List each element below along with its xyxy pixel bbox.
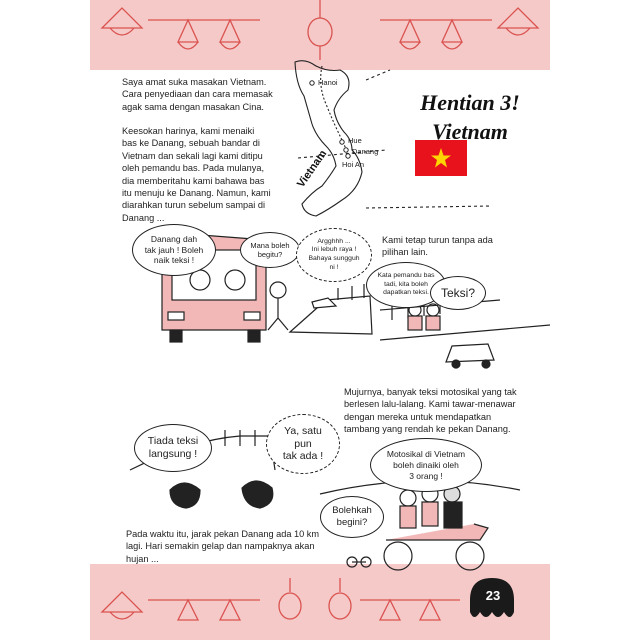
paragraph-intro: Saya amat suka masakan Vietnam. Cara pen… xyxy=(122,76,302,113)
speech-bubble-three-riders: Motosikal di Vietnam boleh dinaiki oleh … xyxy=(370,438,482,492)
bubble-line: tak ada ! xyxy=(282,450,324,463)
map-label-hue: Hue xyxy=(348,136,362,145)
bubble-line: tadi, kita boleh xyxy=(384,280,428,288)
text-line: itu menuju ke Danang. Namun, kami xyxy=(122,188,271,199)
paragraph-distance: Pada waktu itu, jarak pekan Danang ada 1… xyxy=(126,528,346,565)
bubble-line: dapatkan teksi. xyxy=(383,289,429,297)
speech-bubble-taxi-question: Teksi? xyxy=(430,276,486,310)
bubble-line: Bolehkah xyxy=(332,505,372,516)
bubble-line: Mana boleh xyxy=(250,240,290,250)
paragraph-alight: Kami tetap turun tanpa ada pilihan lain. xyxy=(382,234,532,259)
bubble-line: Ya, satu xyxy=(284,425,322,438)
bubble-line: boleh dinaiki oleh xyxy=(393,459,459,470)
comic-page: Hentian 3! Vietnam Hanoi Hue Danang Hoi … xyxy=(90,0,550,640)
bubble-line: Tiada teksi xyxy=(147,435,199,447)
chapter-title-line1: Hentian 3! xyxy=(420,90,520,115)
map-label-hanoi: Hanoi xyxy=(318,78,338,87)
speech-bubble-is-this-ok: Bolehkah begini? xyxy=(320,496,384,538)
bubble-line: naik teksi ! xyxy=(153,255,195,266)
text-line: Pada waktu itu, jarak pekan Danang ada 1… xyxy=(126,529,320,539)
text-line: Saya amat suka masakan Vietnam. xyxy=(122,77,267,87)
text-line: agak sama dengan masakan Cina. xyxy=(122,101,264,112)
bubble-line: Kata pemandu bas xyxy=(377,272,435,280)
bubble-line: langsung ! xyxy=(148,448,198,460)
text-line: berlesen lalu-lalang. Kami tawar-menawar xyxy=(344,399,516,410)
bubble-line: ni ! xyxy=(329,263,339,271)
bubble-line: Bahaya sungguh xyxy=(308,255,360,262)
speech-bubble-protest: Mana boleh begitu? xyxy=(240,232,300,268)
octopus-mascot-icon xyxy=(470,578,514,617)
page-number: 23 xyxy=(485,588,501,603)
bubble-line: Danang dah xyxy=(150,234,198,245)
text-line: tambang yang rendah ke pekan Danang. xyxy=(344,424,511,435)
text-line: Vietnam dan sekali lagi kami ditipu xyxy=(122,150,263,161)
speech-bubble-none-at-all: Ya, satu pun tak ada ! xyxy=(266,414,340,474)
bubble-line: Ini lebuh raya ! xyxy=(311,246,357,254)
text-line: diarahkan turun sebelum sampai di xyxy=(122,200,265,211)
bubble-line: Argghhh ... xyxy=(317,237,351,245)
vietnam-flag-icon xyxy=(415,140,467,176)
chapter-title: Hentian 3! Vietnam xyxy=(390,88,550,146)
lantern-icon xyxy=(307,17,333,47)
speech-bubble-highway: Argghhh ... Ini lebuh raya ! Bahaya sung… xyxy=(296,228,372,282)
paragraph-bus: Keesokan harinya, kami menaiki bas ke Da… xyxy=(122,125,294,224)
text-line: hujan ... xyxy=(126,553,159,564)
text-line: Danang ... xyxy=(122,212,165,223)
text-line: lagi. Hari semakin gelap dan nampaknya a… xyxy=(126,541,315,552)
text-line: Kami tetap turun tanpa ada xyxy=(382,235,493,245)
text-line: pilihan lain. xyxy=(382,247,428,258)
text-line: bas ke Danang, sebuah bandar di xyxy=(122,138,260,149)
bubble-line: begitu? xyxy=(257,250,283,259)
bubble-line: Motosikal di Vietnam xyxy=(386,448,466,459)
conical-hat-icon xyxy=(100,7,144,29)
chapter-title-line2: Vietnam xyxy=(432,119,508,144)
text-line: dengan mereka untuk mendapatkan xyxy=(344,411,492,422)
bubble-line: 3 orang ! xyxy=(409,470,443,481)
text-line: oleh pemandu bas. Pada mulanya, xyxy=(122,163,264,174)
roadside-illustration xyxy=(379,290,550,369)
lantern-decorations xyxy=(100,0,550,621)
paragraph-motorbike-taxi: Mujurnya, banyak teksi motosikal yang ta… xyxy=(344,386,544,436)
map-label-danang: Danang xyxy=(352,147,379,156)
text-line: Cara penyediaan dan cara memasak xyxy=(122,89,273,100)
vietnam-map xyxy=(294,60,491,217)
bubble-line: Teksi? xyxy=(440,286,475,300)
text-line: Keesokan harinya, kami menaiki xyxy=(122,126,255,136)
bubble-line: pun xyxy=(294,437,312,450)
map-label-hoian: Hoi An xyxy=(342,160,365,169)
bubble-line: begini? xyxy=(336,517,368,528)
text-line: Mujurnya, banyak teksi motosikal yang ta… xyxy=(344,387,517,397)
bubble-line: tak jauh ! Boleh xyxy=(144,244,204,255)
speech-bubble-no-taxi: Tiada teksi langsung ! xyxy=(134,424,212,472)
speech-bubble-driver: Danang dah tak jauh ! Boleh naik teksi ! xyxy=(132,224,216,276)
text-line: dia memberitahu kami bahawa bas xyxy=(122,175,265,186)
